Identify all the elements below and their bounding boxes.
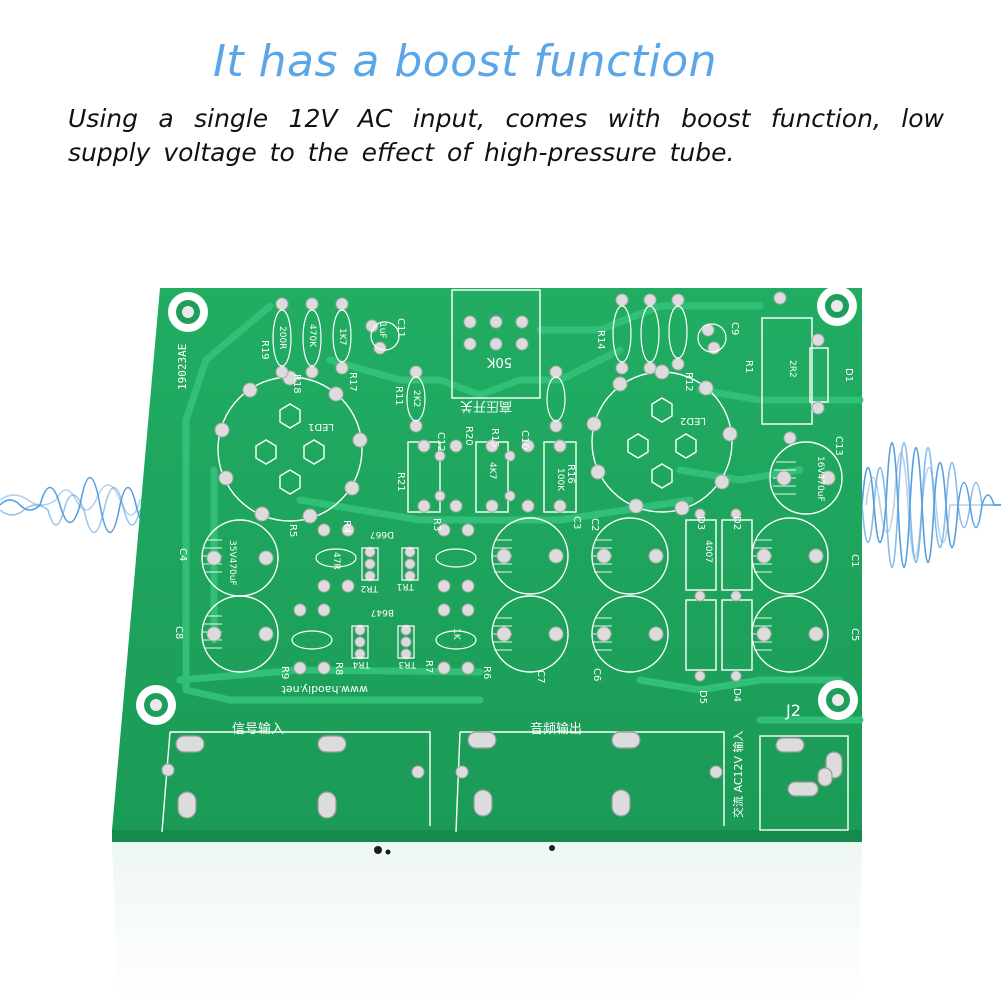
label-d3: D3 [695,516,706,530]
label-tr2: TR2 [361,583,379,593]
label-2k2: 2K2 [411,390,421,407]
label-r11: R11 [393,386,404,406]
label-r12: R12 [683,372,694,392]
connector-pads [175,731,843,819]
label-r8: R8 [333,662,344,675]
label-4k7: 4K7 [487,462,497,479]
sound-wave-right [861,441,1001,569]
label-r4: R4 [341,520,352,533]
label-35v470uf: 35V470uF [227,540,237,586]
label-c11: C11 [395,318,406,338]
label-470k: 470K [307,324,317,348]
label-r3: R3 [431,518,442,531]
label-tr1: TR1 [397,581,415,591]
label-d1: D1 [843,368,854,382]
label-c2: C2 [589,518,600,531]
mounting-hole-bottom-right [818,680,858,720]
website-label: www.haodiy.net [281,683,368,696]
switch-label: 高压开关 [460,398,512,414]
sound-wave-left [0,476,162,534]
mounting-hole-bottom-left [136,685,176,725]
label-2r2: 2R2 [787,360,797,378]
label-1k: 1K [451,628,461,641]
label-d5: D5 [697,690,708,704]
power-input-label: 交流 AC12V 输入 [731,730,745,818]
label-200r: 200R [277,326,287,349]
headline: It has a boost function [212,36,718,87]
label-r7: R7 [423,660,434,673]
label-r16: R16 [565,464,576,484]
silkscreen-text: 19023AE www.haodiy.net 信号输入 音频输出 交流 AC12… [176,344,801,818]
label-d2: D2 [731,516,742,530]
resistor-outlines [272,305,727,659]
label-r9: R9 [279,666,290,679]
audio-output-label: 音频输出 [530,721,582,737]
mounting-hole-top-right [817,286,857,326]
solder-blobs [374,845,555,855]
label-c7: C7 [535,670,546,683]
label-r19: R19 [259,340,270,360]
label-c10: C10 [519,430,530,450]
label-r1: R1 [743,360,754,373]
label-led1: LED1 [308,421,334,432]
label-100k: 100K [555,468,565,492]
label-d4: D4 [731,688,742,702]
label-tr3: TR3 [399,659,417,669]
label-c13: C13 [833,436,844,456]
label-4007: 4007 [703,540,713,563]
label-r15: R15 [489,428,500,448]
label-r6: R6 [481,666,492,679]
component-designators: R19 R18 R17 R1 R12 R14 R11 R15 R16 R20 R… [173,318,860,704]
label-tr4: TR4 [352,659,371,669]
label-16v470uf: 16V470uF [815,456,825,502]
label-1k7: 1K7 [337,328,347,345]
label-c12: C12 [435,432,446,452]
label-c4: C4 [177,548,188,561]
label-1uf: 1uF [377,322,387,339]
description: Using a single 12V AC input, comes with … [68,104,944,167]
label-r18: R18 [291,374,302,394]
label-c3: C3 [571,516,582,529]
label-c9: C9 [729,322,740,335]
signal-input-label: 信号输入 [232,721,284,737]
label-b647: B647 [371,607,394,617]
label-r14: R14 [595,330,606,350]
mounting-holes [136,286,858,725]
label-c6: C6 [591,668,602,681]
pot-value-label: 50K [486,354,512,369]
label-r17: R17 [347,372,358,392]
label-led2: LED2 [680,415,706,426]
led-petals [255,397,697,495]
label-r21: R21 [395,472,406,492]
label-47r: 47R [331,552,341,570]
solder-pads [161,291,836,779]
label-c1: C1 [849,554,860,567]
label-r5: R5 [287,524,298,537]
mounting-hole-top-left [168,292,208,332]
label-r20: R20 [463,426,474,446]
label-d667: D667 [370,529,394,539]
label-c8: C8 [173,626,184,639]
connector-j2-label: J2 [785,701,801,720]
label-c5: C5 [849,628,860,641]
board-model-label: 19023AE [176,344,189,390]
board-reflection [112,842,862,1001]
